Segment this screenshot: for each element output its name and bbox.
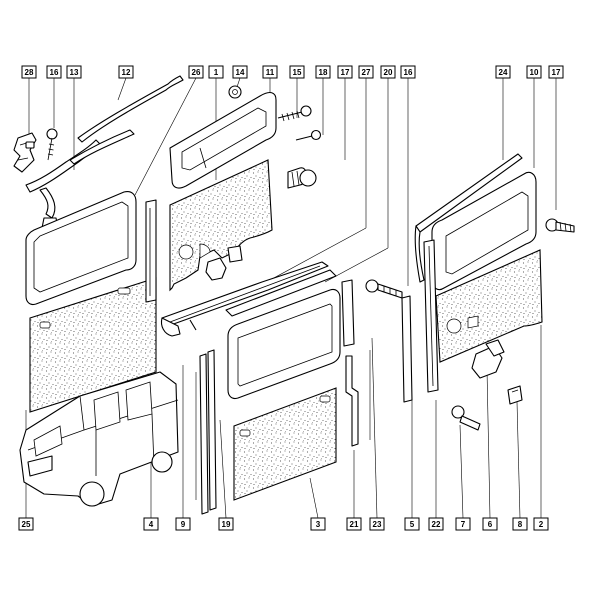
callout-28: 28	[21, 65, 37, 79]
svg-text:24: 24	[499, 68, 508, 77]
rear-side-panel	[435, 249, 543, 363]
svg-text:16: 16	[50, 68, 59, 77]
svg-text:9: 9	[181, 520, 186, 529]
svg-text:25: 25	[22, 520, 31, 529]
lower-door-panel	[233, 387, 337, 501]
callout-15: 15	[289, 65, 305, 79]
svg-text:5: 5	[410, 520, 415, 529]
upper-trim-panel	[169, 159, 273, 292]
clip-screw	[46, 128, 58, 161]
screw	[451, 405, 481, 431]
door-seal-profile	[341, 279, 371, 447]
callout-26: 26	[188, 65, 204, 79]
svg-text:20: 20	[384, 68, 393, 77]
callout-21: 21	[346, 517, 362, 531]
handle-cup	[471, 339, 505, 379]
callout-20: 20	[380, 65, 396, 79]
callout-14: 14	[232, 65, 248, 79]
sliding-window-frame	[169, 91, 277, 189]
handle-cup	[205, 245, 243, 281]
svg-text:6: 6	[488, 520, 493, 529]
svg-text:27: 27	[362, 68, 371, 77]
screw	[277, 105, 312, 122]
callout-2: 2	[533, 517, 549, 531]
svg-text:8: 8	[518, 520, 523, 529]
callout-11: 11	[262, 65, 278, 79]
callout-22: 22	[428, 517, 444, 531]
svg-text:26: 26	[192, 68, 201, 77]
svg-text:18: 18	[319, 68, 328, 77]
svg-text:22: 22	[432, 520, 441, 529]
door-edge-strip	[401, 295, 413, 403]
svg-text:15: 15	[293, 68, 302, 77]
vertical-rail	[195, 349, 217, 515]
callout-23: 23	[369, 517, 385, 531]
lower-side-panel	[29, 277, 157, 413]
callout-19: 19	[218, 517, 234, 531]
callout-5: 5	[404, 517, 420, 531]
callout-12: 12	[118, 65, 134, 79]
callout-7: 7	[455, 517, 471, 531]
window-latch	[13, 132, 37, 173]
vertical-trim-strip	[145, 199, 157, 303]
window-guide-rail	[160, 261, 329, 337]
callout-17: 17	[548, 65, 564, 79]
retaining-clip	[287, 167, 317, 189]
screw	[295, 129, 322, 141]
svg-text:17: 17	[552, 68, 561, 77]
callout-16: 16	[46, 65, 62, 79]
rear-window-frame	[431, 171, 537, 291]
leader-lines	[25, 77, 557, 519]
svg-text:21: 21	[350, 520, 359, 529]
callout-6: 6	[482, 517, 498, 531]
callout-17: 17	[337, 65, 353, 79]
fixed-window-pane	[25, 191, 137, 306]
svg-text:13: 13	[70, 68, 79, 77]
svg-text:17: 17	[341, 68, 350, 77]
svg-text:28: 28	[25, 68, 34, 77]
callout-16: 16	[400, 65, 416, 79]
svg-text:7: 7	[461, 520, 466, 529]
callout-27: 27	[358, 65, 374, 79]
callout-10: 10	[526, 65, 542, 79]
callout-9: 9	[175, 517, 191, 531]
svg-text:23: 23	[373, 520, 382, 529]
block-clip	[507, 385, 523, 405]
svg-text:12: 12	[122, 68, 131, 77]
callout-13: 13	[66, 65, 82, 79]
upper-seal-profile	[69, 75, 184, 165]
svg-text:10: 10	[530, 68, 539, 77]
svg-text:16: 16	[404, 68, 413, 77]
screw	[365, 279, 403, 299]
van-illustration	[19, 371, 179, 507]
callout-1: 1	[208, 65, 224, 79]
callout-18: 18	[315, 65, 331, 79]
round-clip	[228, 85, 242, 99]
svg-text:3: 3	[316, 520, 321, 529]
window-seal-top	[414, 153, 523, 283]
svg-text:11: 11	[266, 68, 275, 77]
svg-text:19: 19	[222, 520, 231, 529]
callout-24: 24	[495, 65, 511, 79]
retaining-clip	[545, 218, 575, 233]
callout-25: 25	[18, 517, 34, 531]
callout-8: 8	[512, 517, 528, 531]
door-vertical-rail	[423, 239, 439, 393]
sliding-glass-frame	[225, 269, 341, 400]
svg-text:2: 2	[539, 520, 544, 529]
callout-4: 4	[143, 517, 159, 531]
svg-text:1: 1	[214, 68, 219, 77]
svg-text:14: 14	[236, 68, 245, 77]
callout-3: 3	[310, 517, 326, 531]
svg-text:4: 4	[149, 520, 154, 529]
